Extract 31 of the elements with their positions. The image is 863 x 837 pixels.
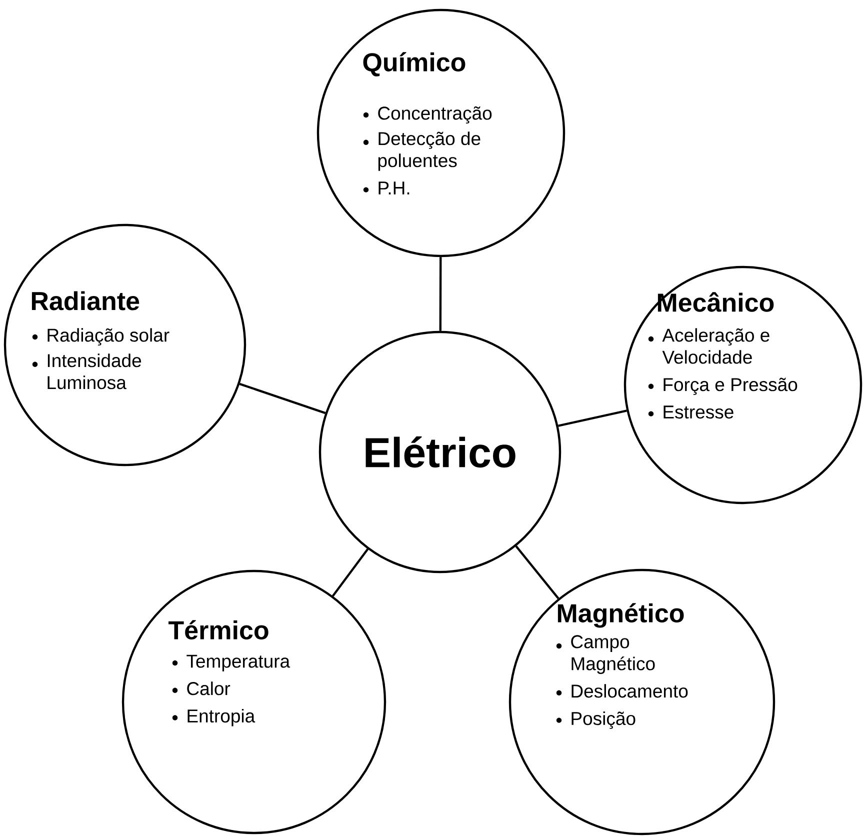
topic-circle	[508, 568, 776, 836]
bullet-text: Intensidade Luminosa	[48, 354, 142, 390]
bullet-text: Entropia	[188, 708, 256, 726]
topic-circle	[318, 330, 562, 574]
connector-line	[558, 410, 627, 427]
topic-circle	[122, 570, 386, 834]
bullet-text: Posição	[572, 712, 636, 729]
circle-heading: Térmico	[168, 620, 268, 640]
circle-heading: Mecânico	[658, 292, 774, 312]
bullet-text: Aceleração e Velocidade	[662, 328, 770, 364]
topic-circle	[4, 224, 246, 466]
topic-circle	[624, 266, 862, 504]
circle-heading: Magnético	[558, 603, 684, 628]
circle-heading: Químico	[363, 52, 466, 76]
bullet-text: Detecção de poluentes	[378, 132, 480, 171]
topic-circle	[316, 8, 566, 258]
bullet-text: Força e Pressão	[664, 378, 798, 395]
connector-line	[239, 382, 326, 414]
bullet-text: Estresse	[664, 406, 734, 419]
bullet-text: Temperatura	[186, 654, 290, 672]
connector-line	[515, 545, 560, 600]
bullet-text: Radiação solar	[48, 328, 170, 346]
bullet-text: P.H.	[378, 182, 410, 194]
connector-line	[332, 548, 369, 597]
bullet-text: Concentração	[378, 106, 492, 124]
center-label: Elétrico	[366, 436, 516, 468]
connector-line	[439, 257, 442, 331]
bullet-text: Campo Magnético	[571, 635, 655, 674]
bullet-text: Calor	[187, 682, 230, 696]
circle-heading: Radiante	[32, 291, 140, 310]
bullet-text: Deslocamento	[572, 684, 688, 698]
